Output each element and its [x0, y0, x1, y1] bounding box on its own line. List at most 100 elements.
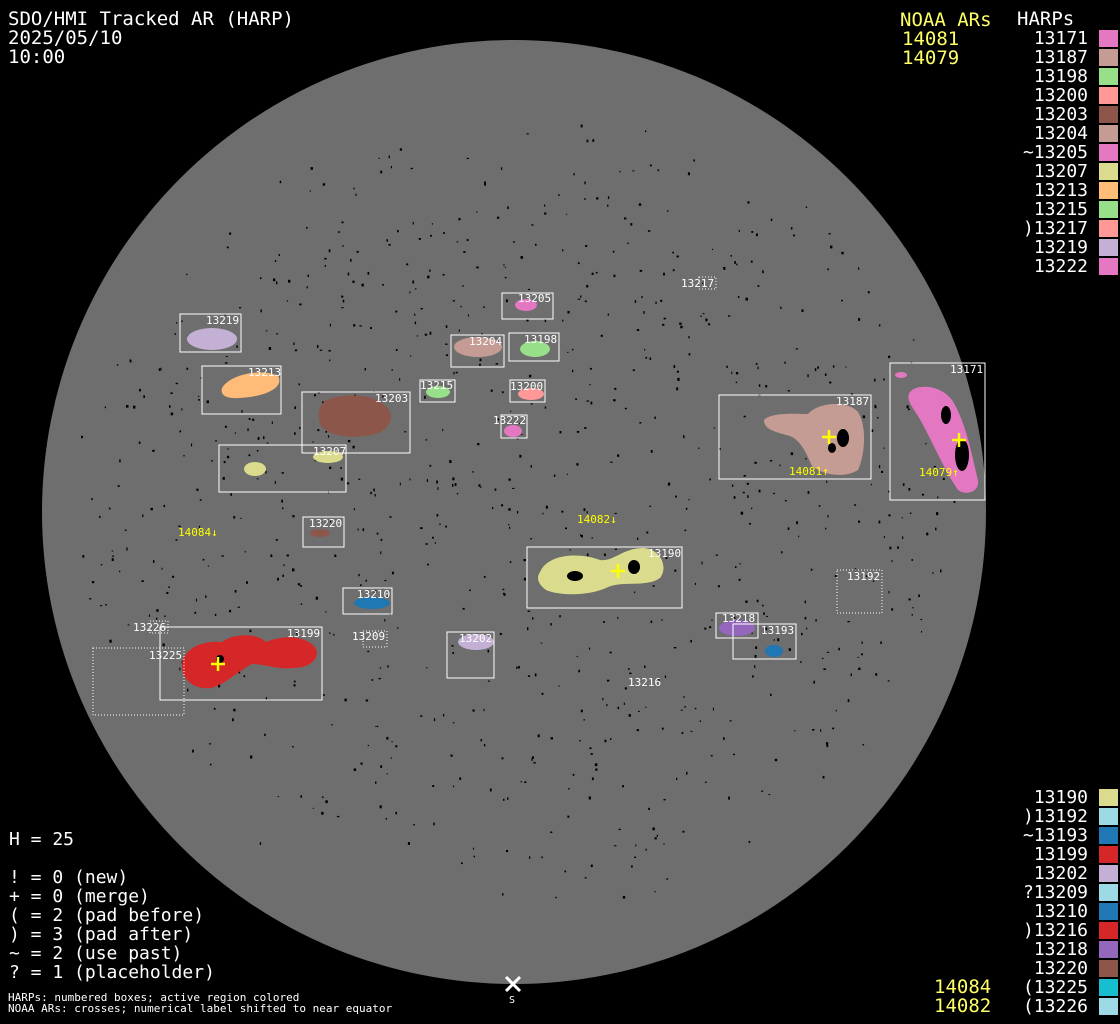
legend-row: ~13193 [1000, 826, 1120, 845]
speckle [426, 667, 428, 669]
legend-swatch [1099, 979, 1118, 996]
speckle [810, 568, 813, 571]
speckle [277, 577, 279, 581]
harp-13213[interactable]: 13213 [201, 365, 282, 415]
speckle [673, 365, 676, 368]
speckle [427, 563, 429, 566]
speckle [613, 399, 616, 402]
legend-row: 13220 [1000, 959, 1120, 978]
harp-13187[interactable]: 13187 [718, 394, 872, 480]
speckle [206, 400, 209, 404]
speckle [586, 139, 589, 143]
speckle [456, 241, 459, 243]
speckle [658, 678, 660, 682]
harp-13226[interactable]: 13226 [133, 620, 169, 634]
harp-13207[interactable]: 13207 [218, 444, 347, 493]
speckle [867, 291, 870, 294]
harp-13204[interactable]: 13204 [450, 334, 505, 368]
speckle [743, 475, 746, 477]
speckle [912, 607, 914, 609]
speckle [222, 477, 225, 480]
harp-13222[interactable]: 13222 [493, 414, 528, 439]
speckle [322, 183, 326, 186]
harps-header: HARPs [1017, 8, 1075, 30]
speckle [211, 460, 213, 462]
speckle [728, 796, 730, 800]
harp-13202[interactable]: 13202 [446, 631, 495, 679]
harp-13209[interactable]: 13209 [352, 630, 388, 648]
speckle [495, 363, 499, 365]
harp-13200[interactable]: 13200 [509, 379, 546, 403]
speckle [374, 494, 376, 497]
speckle [175, 382, 178, 385]
speckle [195, 598, 197, 602]
speckle [461, 862, 463, 865]
speckle [224, 313, 226, 316]
speckle [585, 245, 588, 247]
noaa-label-14079: 14079↑ [919, 466, 959, 479]
speckle [181, 320, 183, 323]
harp-13219[interactable]: 13219 [179, 313, 242, 353]
speckle [544, 406, 547, 409]
speckle [420, 527, 423, 530]
speckle [676, 387, 679, 391]
harp-13203[interactable]: 13203 [301, 391, 411, 454]
speckle [119, 570, 121, 573]
harp-13205[interactable]: 13205 [501, 292, 554, 320]
harp-13217[interactable]: 13217 [681, 276, 717, 290]
speckle [826, 651, 830, 653]
speckle [828, 233, 831, 235]
harp-13225[interactable]: 13225 [92, 647, 185, 716]
speckle [124, 529, 127, 531]
speckle [639, 422, 642, 424]
speckle [373, 589, 377, 593]
speckle [183, 455, 185, 457]
speckle [779, 464, 781, 467]
speckle [756, 599, 759, 603]
harp-13210[interactable]: 13210 [342, 587, 393, 615]
speckle [918, 594, 920, 597]
speckle [738, 229, 740, 232]
speckle [680, 709, 683, 711]
speckle [745, 297, 748, 301]
speckle [592, 139, 595, 142]
harp-13192[interactable]: 13192 [836, 569, 883, 614]
harp-label-13213: 13213 [248, 366, 281, 379]
legend-label: ~13205 [1022, 142, 1088, 163]
speckle [501, 504, 504, 507]
speckle [693, 159, 695, 162]
speckle [271, 421, 273, 424]
speckle [91, 581, 95, 584]
speckle [874, 404, 876, 407]
speckle [739, 563, 741, 565]
speckle [637, 537, 639, 540]
speckle [418, 238, 421, 240]
speckle [680, 325, 683, 329]
speckle [352, 445, 355, 449]
speckle [82, 555, 85, 558]
harp-13198[interactable]: 13198 [508, 332, 560, 362]
speckle [478, 484, 481, 487]
speckle [672, 269, 675, 272]
speckle [293, 680, 296, 683]
legend-row: ?13209 [1000, 883, 1120, 902]
speckle [358, 478, 361, 480]
harp-label-13200: 13200 [510, 380, 543, 393]
speckle [544, 319, 547, 323]
harp-13215[interactable]: 13215 [419, 379, 456, 403]
speckle [935, 527, 937, 531]
harp-label-13192: 13192 [847, 570, 880, 583]
harp-label-13217: 13217 [681, 277, 714, 290]
harp-13216[interactable]: 13216 [628, 676, 661, 689]
harp-13190[interactable]: 13190 [526, 546, 683, 609]
speckle [139, 388, 141, 392]
speckle [299, 585, 303, 587]
speckle [702, 313, 705, 315]
harp-13220[interactable]: 13220 [302, 516, 345, 548]
speckle [553, 474, 556, 477]
speckle [825, 527, 827, 530]
harp-13193[interactable]: 13193 [732, 623, 797, 660]
speckle [629, 672, 632, 675]
harp-13199[interactable]: 13199 [159, 626, 323, 701]
legend-row: )13217 [1000, 219, 1120, 238]
